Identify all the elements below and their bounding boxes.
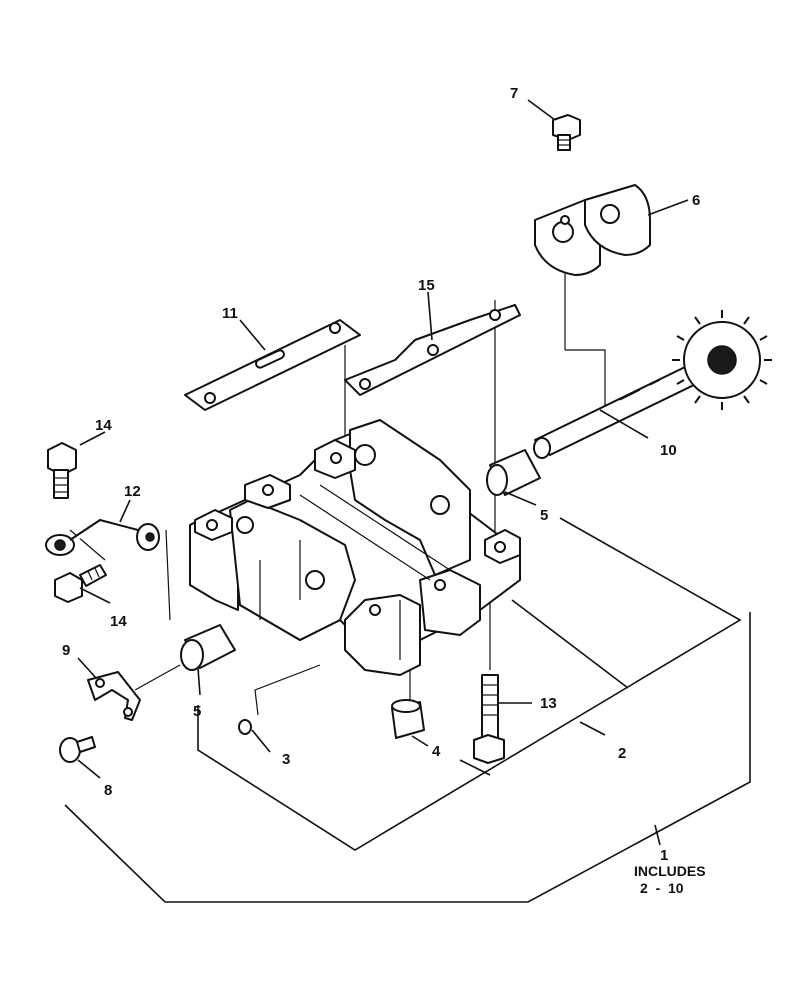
- callout-7: 7: [510, 85, 518, 102]
- pipe-12: [45, 519, 160, 556]
- plate-15: [344, 304, 521, 396]
- bolt-14-lower: [54, 564, 107, 603]
- includes-note-line1: INCLUDES: [634, 863, 706, 879]
- callout-6: 6: [692, 192, 700, 209]
- callout-12: 12: [124, 483, 141, 500]
- callout-15: 15: [418, 277, 435, 294]
- bushing-5-upper: [486, 449, 541, 496]
- callout-13: 13: [540, 695, 557, 712]
- callout-11: 11: [222, 305, 238, 322]
- bushing-4: [391, 699, 425, 739]
- bushing-5-lower: [180, 624, 236, 671]
- bolt-13: [473, 674, 505, 764]
- plate-11: [184, 319, 361, 411]
- pump-body: [189, 419, 521, 676]
- callout-5-upper: 5: [540, 507, 548, 524]
- callout-14-top: 14: [95, 417, 112, 434]
- callout-labels: 7 6 11 15 14 12 10 5 14 9 5 13 3 4 2 8 1…: [62, 85, 706, 896]
- callout-8: 8: [104, 782, 112, 799]
- callout-5-lower: 5: [193, 703, 201, 720]
- callout-1: 1: [660, 847, 668, 864]
- plug-3: [238, 719, 252, 735]
- bolt-14-top: [47, 442, 77, 499]
- leader-lines: [77, 99, 689, 779]
- callout-9: 9: [62, 642, 70, 659]
- callout-10: 10: [660, 442, 677, 459]
- callout-2: 2: [618, 745, 626, 762]
- screw-8: [59, 736, 96, 763]
- assembly-bracket-2: [197, 517, 742, 851]
- callout-14-lower: 14: [110, 613, 127, 630]
- callout-4: 4: [432, 743, 441, 760]
- bracket-9: [87, 671, 141, 721]
- callout-3: 3: [282, 751, 290, 768]
- gear-teeth: [672, 310, 772, 410]
- bolt-7: [552, 114, 581, 151]
- collar-6: [534, 184, 651, 276]
- shaft-10: [533, 310, 772, 459]
- includes-note-line2: 2 - 10: [640, 880, 684, 896]
- assembly-bracket-1: [64, 612, 751, 903]
